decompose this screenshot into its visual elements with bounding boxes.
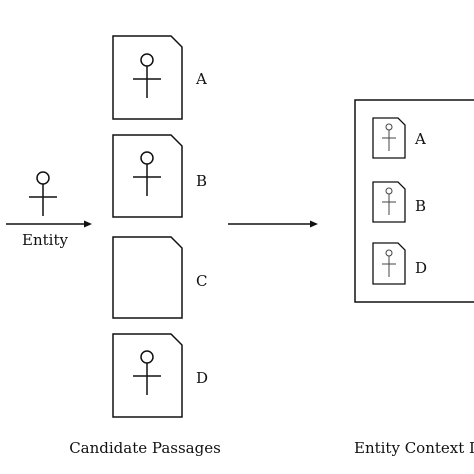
center-arrow [228, 220, 318, 228]
context-label-d: D [415, 259, 427, 277]
document-icon [112, 236, 183, 319]
candidate-passages-caption: Candidate Passages [69, 439, 221, 457]
person-icon [382, 249, 396, 277]
entity-context-caption: Entity Context De [354, 439, 474, 457]
candidate-passage-a: A [112, 35, 207, 120]
entity-label: Entity [22, 231, 68, 249]
person-icon [133, 53, 161, 98]
context-item-b: B [372, 181, 426, 223]
context-item-a: A [372, 117, 426, 159]
person-icon [133, 151, 161, 196]
passage-label-a: A [195, 70, 207, 88]
passage-label-b: B [196, 172, 207, 190]
context-label-a: A [414, 130, 426, 148]
entity-head [36, 171, 50, 185]
context-label-b: B [415, 197, 426, 215]
candidate-passage-d: D [112, 333, 208, 418]
person-icon [382, 187, 396, 215]
entity-figure [29, 171, 57, 216]
person-icon [133, 350, 161, 395]
person-icon [382, 123, 396, 151]
context-item-d: D [372, 242, 427, 285]
passage-label-c: C [196, 272, 207, 290]
candidate-passage-b: B [112, 134, 207, 218]
entity-arrow [6, 220, 92, 228]
passage-label-d: D [196, 369, 208, 387]
candidate-passage-c: C [112, 236, 207, 319]
